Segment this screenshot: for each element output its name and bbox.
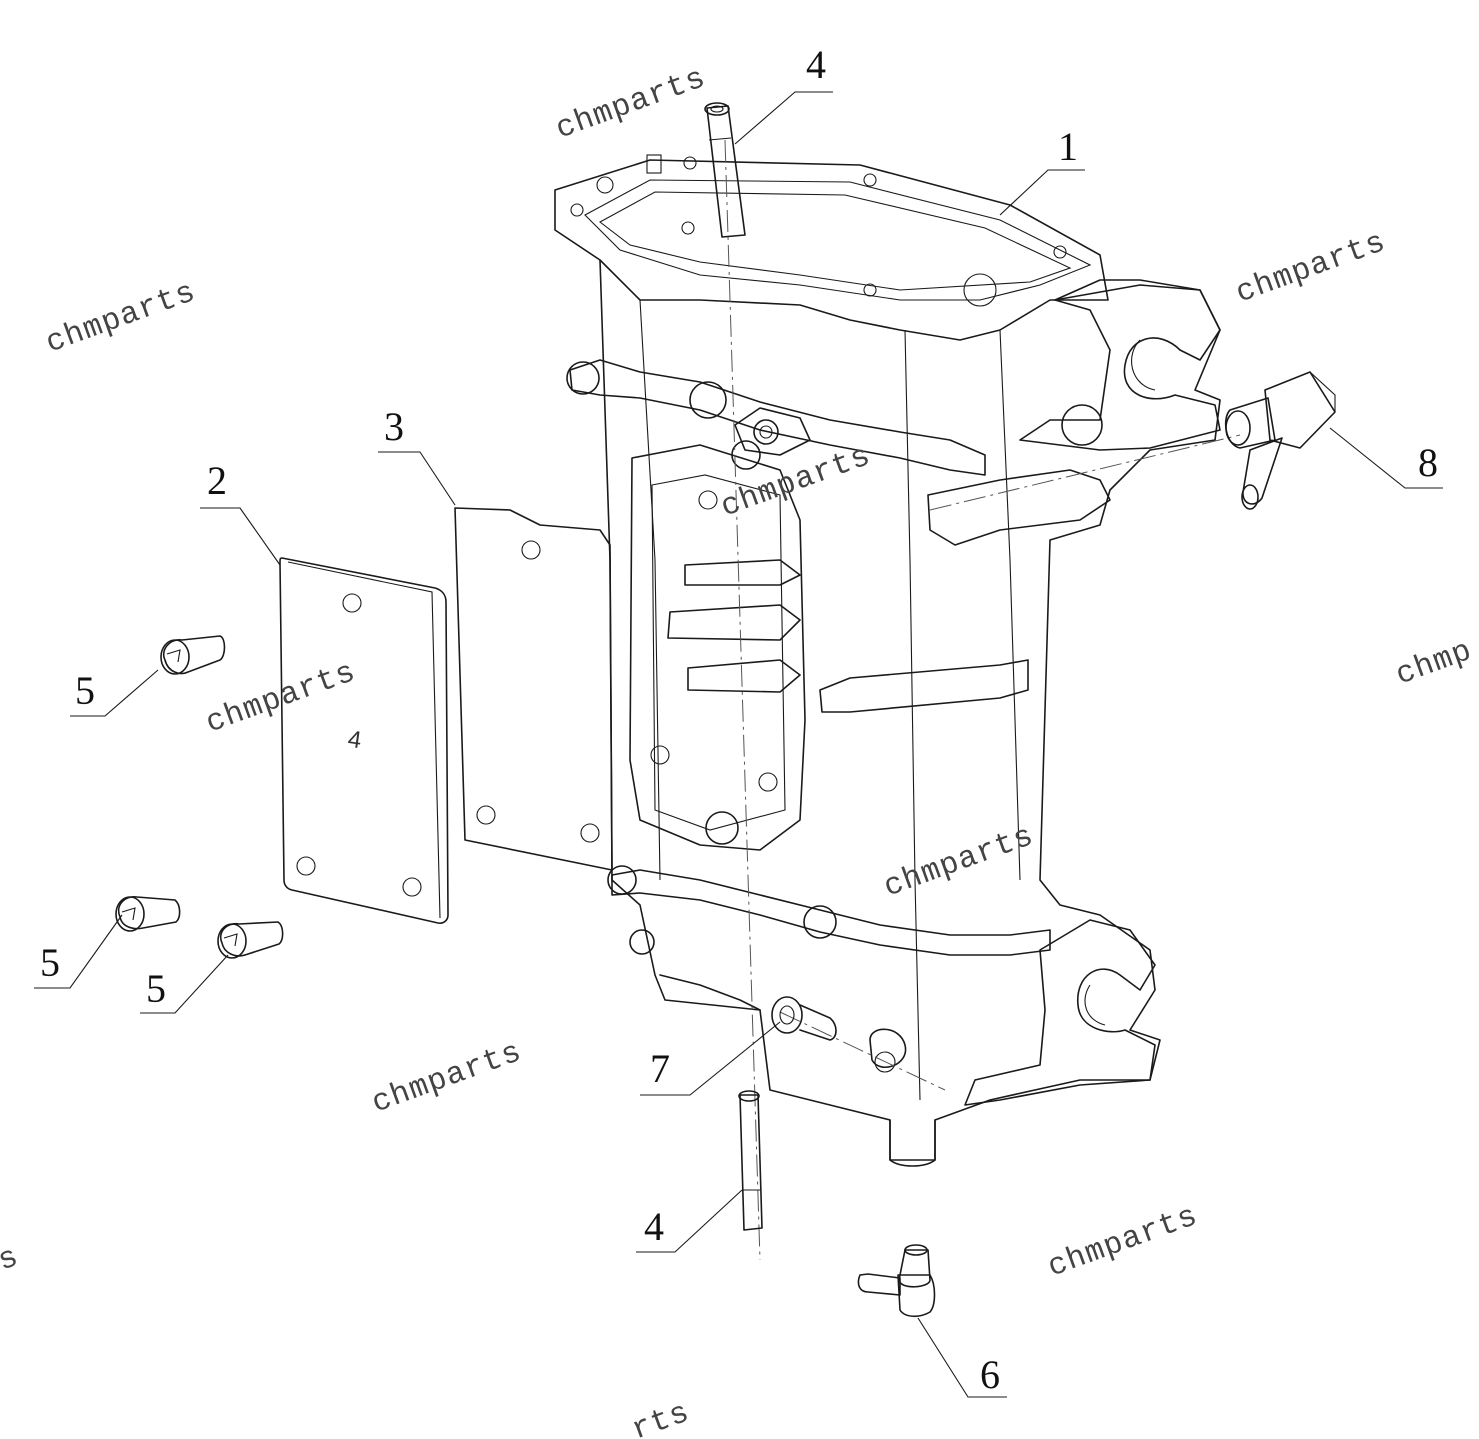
watermark-6: chmparts: [879, 819, 1038, 906]
assembly-axes: [724, 139, 1241, 1261]
callout-5-a: 5: [75, 668, 95, 713]
callout-4-top: 4: [806, 42, 826, 87]
watermark-3: chmparts: [1231, 225, 1390, 312]
part-7-fitting: [771, 996, 837, 1041]
part-3-gasket: [454, 507, 613, 871]
plate-mark-4: 4: [346, 726, 363, 755]
watermark-2: chmparts: [41, 275, 200, 362]
callout-4-bottom: 4: [644, 1204, 664, 1249]
leader-lines: [34, 91, 1443, 1398]
part-5-screw-a: [160, 635, 226, 675]
callout-labels: 4 1 3 2 8 5 5 5 7 4 6: [40, 42, 1438, 1397]
watermark-partial-left: s: [0, 1240, 24, 1280]
callout-7: 7: [650, 1046, 670, 1091]
part-8-elbow-connector: [1224, 371, 1336, 510]
watermarks: chmparts chmparts chmparts chmparts chmp…: [0, 61, 1477, 1439]
part-4-tube-upper: [704, 102, 746, 238]
part-6-elbow: [857, 1244, 936, 1318]
part-4-tube-lower: [738, 1090, 763, 1231]
watermark-7: chmparts: [367, 1035, 526, 1122]
watermark-8: chmparts: [1043, 1199, 1202, 1286]
watermark-1: chmparts: [551, 61, 710, 148]
callout-3: 3: [384, 404, 404, 449]
callout-5-b: 5: [40, 940, 60, 985]
callout-1: 1: [1058, 124, 1078, 169]
watermark-partial-right: chmp: [1391, 634, 1477, 694]
part-1-housing: [554, 154, 1221, 1167]
part-2-plate: 4: [279, 557, 449, 924]
watermark-partial-bottom: rts: [627, 1395, 694, 1439]
part-5-screw-b: [115, 895, 181, 932]
callout-5-c: 5: [146, 966, 166, 1011]
callout-2: 2: [207, 458, 227, 503]
callout-8: 8: [1418, 440, 1438, 485]
part-5-screw-c: [217, 921, 284, 959]
callout-6: 6: [980, 1352, 1000, 1397]
